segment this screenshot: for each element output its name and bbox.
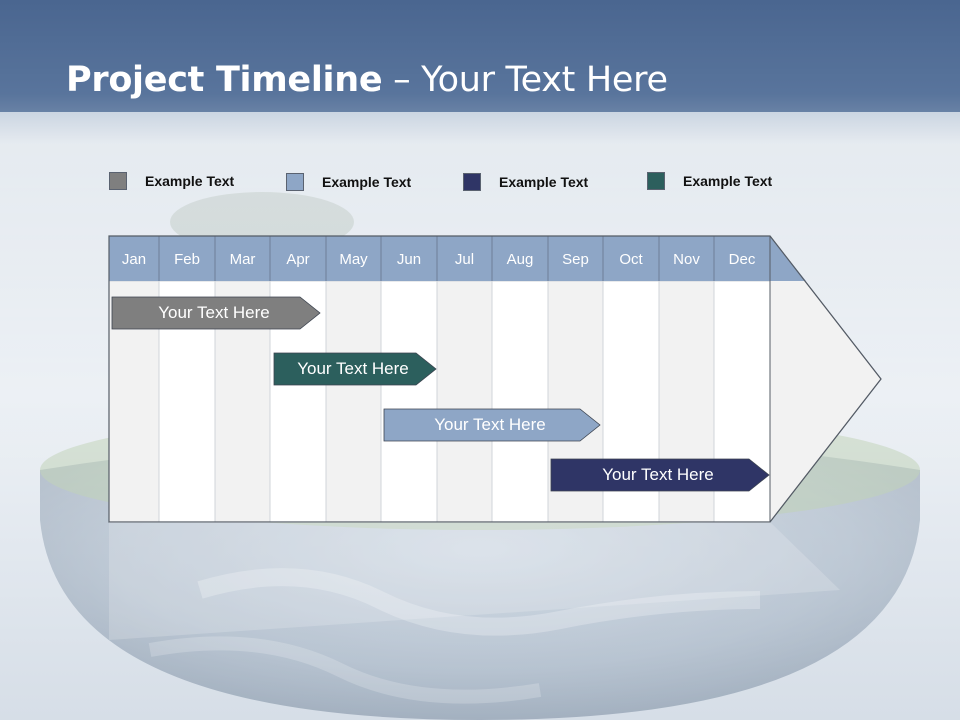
legend-swatch bbox=[463, 173, 481, 191]
legend-label: Example Text bbox=[499, 174, 589, 190]
month-label: May bbox=[339, 251, 368, 268]
legend-label: Example Text bbox=[683, 173, 773, 189]
month-column bbox=[380, 280, 438, 523]
month-label: Nov bbox=[673, 251, 700, 268]
month-label: Feb bbox=[174, 251, 200, 268]
task-arrow bbox=[273, 352, 437, 386]
month-label: Dec bbox=[729, 251, 756, 268]
legend-item: Example Text bbox=[647, 171, 772, 191]
month-label: Apr bbox=[286, 251, 309, 268]
month-label: Mar bbox=[230, 251, 256, 268]
task-label: Your Text Here bbox=[158, 303, 270, 322]
month-label: Jul bbox=[455, 251, 474, 268]
legend-swatch bbox=[647, 172, 665, 190]
legend-swatch bbox=[109, 172, 127, 190]
month-column bbox=[491, 280, 549, 523]
month-label: Sep bbox=[562, 251, 589, 268]
month-column bbox=[436, 280, 493, 523]
legend-label: Example Text bbox=[322, 174, 412, 190]
task-label: Your Text Here bbox=[434, 415, 546, 434]
task-arrow bbox=[550, 458, 770, 492]
legend-swatch bbox=[286, 173, 304, 191]
month-label: Aug bbox=[507, 251, 534, 268]
legend-item: Example Text bbox=[463, 172, 588, 192]
task-label: Your Text Here bbox=[297, 359, 409, 378]
timeline-outline bbox=[108, 235, 882, 523]
legend-label: Example Text bbox=[145, 173, 235, 189]
month-header-band bbox=[109, 236, 806, 281]
task-arrow bbox=[111, 296, 321, 330]
month-column bbox=[325, 280, 382, 523]
title-bold: Project Timeline bbox=[66, 60, 383, 100]
legend-item: Example Text bbox=[109, 171, 234, 191]
month-label: Jun bbox=[397, 251, 421, 268]
timeline-reflection bbox=[109, 522, 840, 640]
task-arrow bbox=[383, 408, 601, 442]
task-label: Your Text Here bbox=[602, 465, 714, 484]
title-rest: – Your Text Here bbox=[393, 60, 668, 100]
slide-title: Project Timeline – Your Text Here bbox=[66, 60, 668, 100]
month-label: Oct bbox=[619, 251, 643, 268]
legend-item: Example Text bbox=[286, 172, 411, 192]
month-label: Jan bbox=[122, 251, 146, 268]
